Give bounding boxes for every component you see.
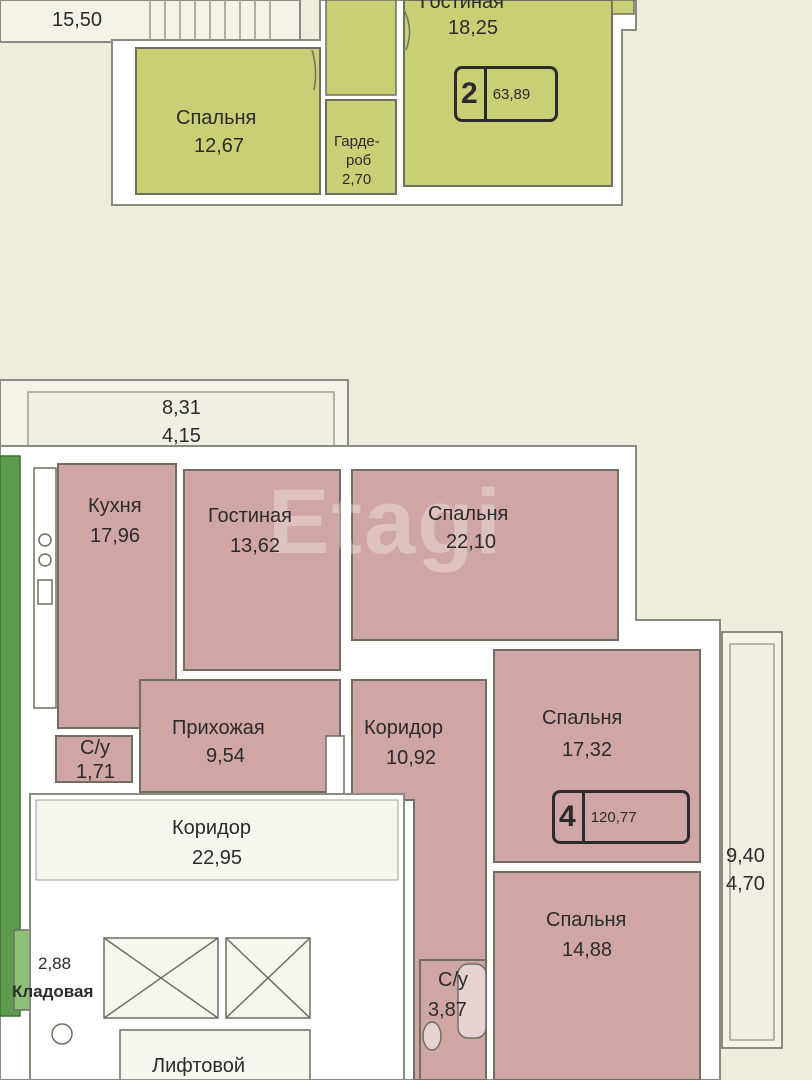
label-area-top-left: 15,50 [52, 9, 103, 31]
label-hall-name: Прихожая [172, 717, 265, 739]
room-corridor-top [325, 0, 397, 96]
top-apartment [0, 0, 637, 206]
label-living-top-name: Гостиная [420, 0, 504, 13]
badge-rooms-main: 4 [559, 800, 576, 833]
label-corridor-area: 10,92 [386, 747, 437, 769]
badge-area: 63,89 [492, 85, 531, 103]
label-wardrobe-area: 2,70 [342, 171, 372, 188]
top-apartment-badge: 2 63,89 [454, 66, 558, 122]
label-kitchen-area: 17,96 [90, 525, 141, 547]
label-common-corridor-area: 22,95 [192, 847, 243, 869]
label-bedroom-top-area: 12,67 [194, 135, 245, 157]
label-balcony-right-area2: 4,70 [726, 873, 765, 895]
room-bath-1 [55, 735, 133, 783]
common-area [29, 793, 405, 1080]
label-bedroom-top-name: Спальня [176, 107, 257, 129]
label-bath-1-area: 1,71 [76, 761, 115, 783]
room-living [183, 469, 341, 671]
label-bath-2-name: С/у [438, 969, 468, 991]
label-bath-1-name: С/у [80, 737, 110, 759]
main-apartment-badge: 4 120,77 [552, 790, 690, 844]
stairs [149, 0, 271, 40]
label-balcony-right-area1: 9,40 [726, 845, 765, 867]
label-wardrobe-line1: Гарде- [334, 133, 380, 150]
label-balcony-top-area1: 8,31 [162, 397, 201, 419]
room-living-top [403, 0, 613, 187]
label-bedroom-1-name: Спальня [428, 503, 509, 525]
label-hall-area: 9,54 [206, 745, 245, 767]
label-corridor-name: Коридор [364, 717, 443, 739]
label-wardrobe-line2: роб [346, 152, 372, 169]
label-kitchen-name: Кухня [88, 495, 142, 517]
label-common-corridor-name: Коридор [172, 817, 251, 839]
room-wardrobe [325, 99, 397, 195]
label-bedroom-2-area: 17,32 [562, 739, 613, 761]
label-bath-2-area: 3,87 [428, 999, 467, 1021]
kitchen-counter [33, 467, 57, 709]
label-storage-name: Кладовая [12, 982, 94, 1001]
lift-shafts [103, 937, 311, 1080]
label-bedroom-1-area: 22,10 [446, 531, 497, 553]
label-lift: Лифтовой [152, 1055, 246, 1077]
label-bedroom-3-name: Спальня [546, 909, 627, 931]
label-living-top-area: 18,25 [448, 17, 499, 39]
label-living-area: 13,62 [230, 535, 281, 557]
room-bedroom-top [135, 47, 321, 195]
label-storage-area: 2,88 [38, 954, 72, 973]
label-balcony-top-area2: 4,15 [162, 425, 201, 447]
room-bedroom-2 [493, 649, 701, 863]
label-living-name: Гостиная [208, 505, 292, 527]
toilet-icon [422, 1021, 442, 1051]
bathtub-icon [457, 963, 487, 1039]
label-bedroom-2-name: Спальня [542, 707, 623, 729]
badge-area-main: 120,77 [590, 808, 637, 826]
label-bedroom-3-area: 14,88 [562, 939, 613, 961]
watermark: Etagi [268, 471, 503, 573]
badge-rooms: 2 [461, 77, 478, 110]
room-bedroom-1 [351, 469, 619, 641]
room-bedroom-3 [493, 871, 701, 1080]
